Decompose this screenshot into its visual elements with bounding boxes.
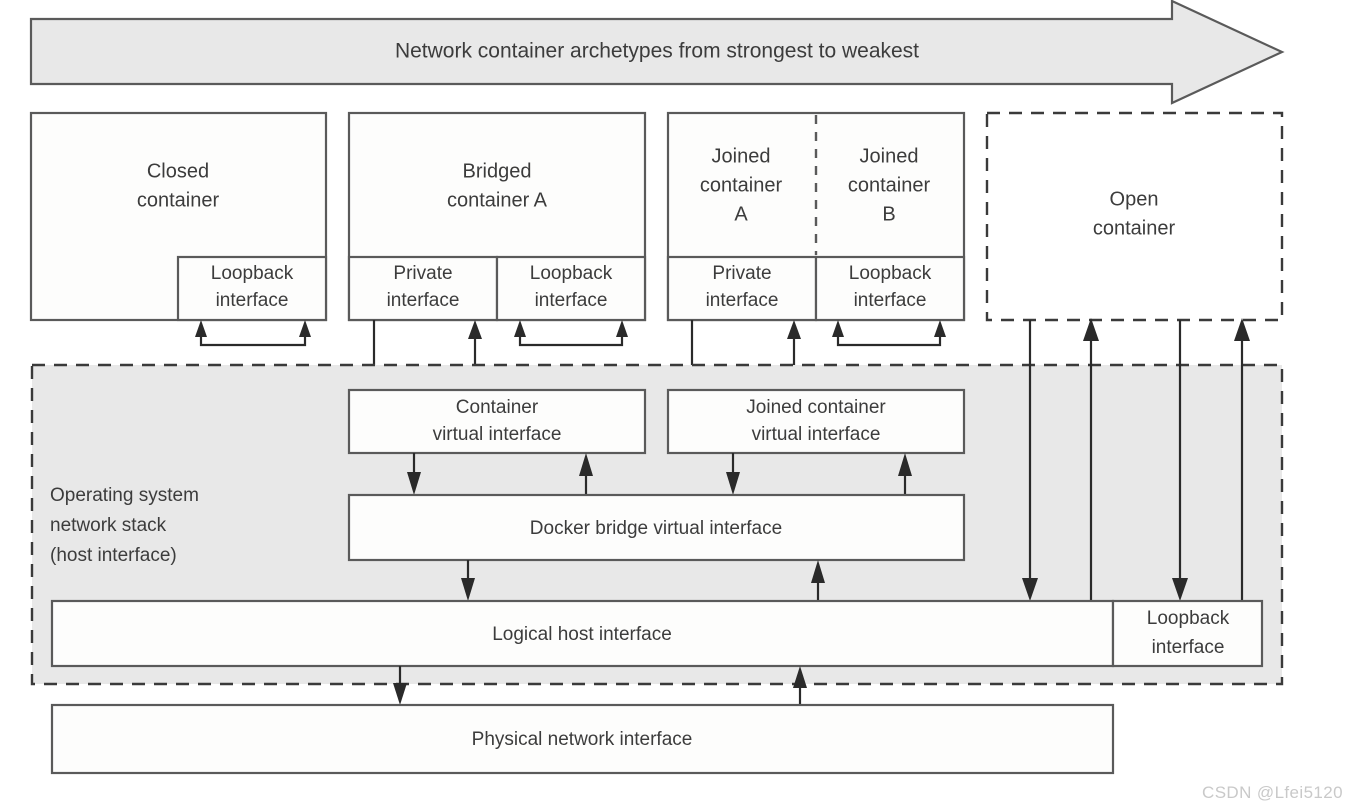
- bridged-container-title-line1: Bridged: [463, 160, 532, 182]
- open-container-loopback-down-connector: [1172, 320, 1188, 601]
- joined-loopback-connector: [832, 320, 946, 347]
- joined-container-private-interface: Private interface: [666, 255, 818, 322]
- bridged-container-private-interface: Private interface: [347, 255, 499, 322]
- host-region-label-line2: network stack: [50, 515, 167, 536]
- logical-physical-up-connector: [793, 666, 807, 705]
- closed-loopback-label-line2: interface: [216, 290, 289, 311]
- bridged-container-loopback-interface: Loopback interface: [495, 255, 647, 322]
- banner-label: Network container archetypes from strong…: [395, 40, 919, 63]
- watermark: CSDN @Lfei5120: [1202, 783, 1343, 802]
- joined-private-label-line2: interface: [706, 290, 779, 311]
- bridged-container-title-line2: container A: [447, 189, 548, 211]
- joined-private-label-line1: Private: [712, 263, 771, 284]
- host-region-label-line3: (host interface): [50, 545, 177, 566]
- joined-container-virtual-interface-line1: Joined container: [746, 397, 886, 418]
- open-container-host-up-connector-1: [1083, 318, 1099, 601]
- closed-container-title-line2: container: [137, 189, 220, 211]
- joined-container-b-title-line1: Joined: [860, 145, 919, 167]
- host-region-label-line1: Operating system: [50, 485, 199, 506]
- container-vif-bridge-up-connector: [579, 453, 593, 495]
- closed-container-loopback-interface: Loopback interface: [176, 255, 328, 322]
- bridged-loopback-label-line2: interface: [535, 290, 608, 311]
- open-container: Open container: [985, 111, 1284, 322]
- logical-host-interface-label: Logical host interface: [492, 624, 672, 645]
- physical-network-interface: Physical network interface: [50, 703, 1115, 775]
- open-container-title-line1: Open: [1110, 188, 1159, 210]
- bridged-container: Bridged container A Private interface Lo…: [347, 111, 647, 322]
- bridged-private-label-line2: interface: [387, 290, 460, 311]
- open-container-title-line2: container: [1093, 217, 1176, 239]
- joined-container-loopback-interface: Loopback interface: [814, 255, 966, 322]
- joined-container-b-title-line3: B: [882, 203, 895, 225]
- joined-container-a-title-line3: A: [734, 203, 748, 225]
- host-loopback-label-line2: interface: [1152, 637, 1225, 658]
- joined-container-virtual-interface: Joined container virtual interface: [666, 388, 966, 455]
- bridged-loopback-label-line1: Loopback: [530, 263, 613, 284]
- joined-loopback-label-line1: Loopback: [849, 263, 932, 284]
- joined-container-a-title-line2: container: [700, 174, 783, 196]
- bridged-loopback-connector: [514, 320, 628, 347]
- host-loopback-interface: Loopback interface: [1111, 599, 1264, 668]
- physical-network-interface-label: Physical network interface: [472, 729, 693, 750]
- logical-physical-down-connector: [393, 666, 407, 705]
- closed-container-title-line1: Closed: [147, 160, 209, 182]
- joined-container-b-title-line2: container: [848, 174, 931, 196]
- container-virtual-interface-line2: virtual interface: [433, 424, 562, 445]
- docker-bridge-virtual-interface: Docker bridge virtual interface: [347, 493, 966, 562]
- container-virtual-interface: Container virtual interface: [347, 388, 647, 455]
- bridged-private-label-line1: Private: [393, 263, 452, 284]
- joined-vif-bridge-up-connector: [898, 453, 912, 495]
- logical-host-interface: Logical host interface: [50, 599, 1115, 668]
- open-container-host-down-connector-1: [1022, 320, 1038, 601]
- closed-loopback-label-line1: Loopback: [211, 263, 294, 284]
- container-virtual-interface-line1: Container: [456, 397, 539, 418]
- closed-loopback-connector: [195, 320, 311, 347]
- joined-containers: Joined container A Joined container B Pr…: [666, 111, 966, 322]
- container-vif-bridge-down-connector: [407, 453, 421, 495]
- joined-loopback-label-line2: interface: [854, 290, 927, 311]
- open-container-loopback-up-connector: [1234, 318, 1250, 601]
- docker-bridge-label: Docker bridge virtual interface: [530, 518, 782, 539]
- closed-container: Closed container Loopback interface: [29, 111, 328, 322]
- joined-container-virtual-interface-line2: virtual interface: [752, 424, 881, 445]
- bridge-logical-host-up-connector: [811, 560, 825, 601]
- banner-arrow: Network container archetypes from strong…: [29, 0, 1285, 105]
- joined-container-a-title-line1: Joined: [712, 145, 771, 167]
- host-loopback-label-line1: Loopback: [1147, 608, 1230, 629]
- joined-vif-bridge-down-connector: [726, 453, 740, 495]
- bridge-logical-host-down-connector: [461, 560, 475, 601]
